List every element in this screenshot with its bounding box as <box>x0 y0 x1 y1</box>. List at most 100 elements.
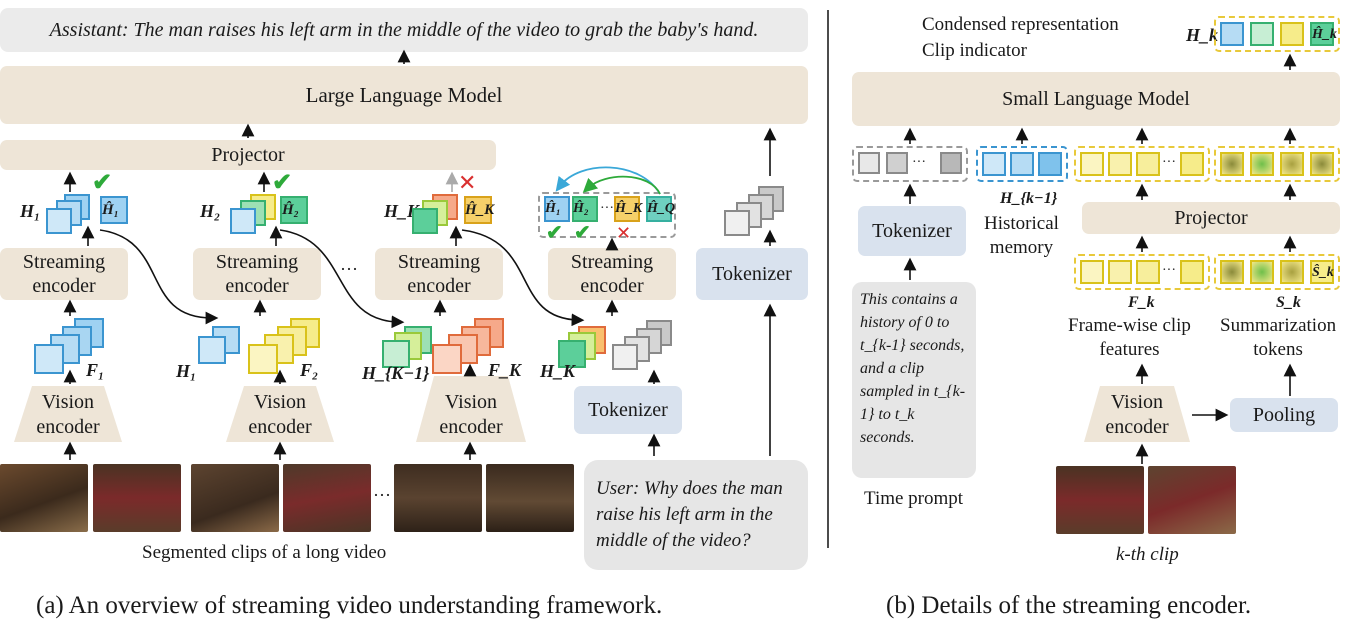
frame-wise-label: Frame-wise clip features <box>1068 315 1191 360</box>
condensed-line2: Clip indicator <box>922 40 1028 61</box>
token-ellipsis: ··· <box>1162 263 1176 278</box>
video-frame <box>0 464 88 532</box>
projector-b: Projector <box>1082 202 1340 234</box>
token <box>558 340 586 368</box>
clip-indicator <box>100 196 128 224</box>
large-language-model: Large Language Model <box>0 66 808 124</box>
retrieval-group <box>538 192 676 238</box>
token <box>248 344 278 374</box>
small-language-model: Small Language Model <box>852 72 1340 126</box>
vision-encoder-label: Vision encoder <box>248 391 312 438</box>
Hk1-label: H_{k−1} <box>1000 190 1058 207</box>
clip-indicator <box>464 196 492 224</box>
HK1-label: H_{K−1} <box>362 363 430 383</box>
HhatQ-label: Ĥ_Q <box>647 201 675 216</box>
clip-indicator <box>614 196 640 222</box>
slm-label: Small Language Model <box>1002 87 1190 110</box>
token <box>1220 22 1244 46</box>
pooling-label: Pooling <box>1252 403 1316 426</box>
streaming-encoder-label: Streaming encoder <box>397 251 481 297</box>
check-icon: ✔ <box>92 170 113 196</box>
assistant-output: Assistant: The man raises his left arm i… <box>0 8 808 52</box>
Shat-k-label: Ŝ_k <box>1312 265 1334 280</box>
summary-token-group <box>1214 146 1340 182</box>
time-prompt-box: This contains a history of 0 to t_{k-1} … <box>852 282 976 478</box>
user-query: User: Why does the man raise his left ar… <box>584 460 808 570</box>
time-prompt-label: Time prompt <box>864 488 964 509</box>
streaming-encoder-label: Streaming encoder <box>22 251 106 297</box>
time-prompt-text: This contains a history of 0 to t_{k-1} … <box>860 291 966 446</box>
FK-label: F_K <box>488 360 522 380</box>
user-text: User: Why does the man raise his left ar… <box>596 478 783 551</box>
token <box>198 336 226 364</box>
streaming-ellipsis: ··· <box>340 259 358 279</box>
HhatK-label: Ĥ_K <box>465 202 495 218</box>
summarization-label: Summarization tokens <box>1220 315 1337 360</box>
token <box>1108 152 1132 176</box>
kth-clip-frame <box>1056 466 1144 534</box>
token <box>432 344 462 374</box>
vision-encoder-3: Vision encoder <box>416 388 526 442</box>
video-frame <box>283 464 371 532</box>
HK-label-lower: H_K <box>540 361 576 381</box>
token <box>1038 152 1062 176</box>
check-icon: ✔ <box>546 222 563 244</box>
video-frame <box>93 464 181 532</box>
token <box>1280 22 1304 46</box>
token <box>1080 152 1104 176</box>
token <box>612 344 638 370</box>
clip-indicator <box>280 196 308 224</box>
caption-b: (b) Details of the streaming encoder. <box>886 592 1252 619</box>
retrieval-ellipsis: ··· <box>600 201 614 216</box>
token <box>1310 152 1334 176</box>
token-ellipsis: ··· <box>1162 155 1176 170</box>
check-icon: ✔ <box>574 222 591 244</box>
video-frame <box>394 464 482 532</box>
cross-icon: ✕ <box>458 170 477 195</box>
Hhat-k-label: Ĥ_k <box>1312 27 1337 42</box>
frame-feature-group <box>1074 254 1210 290</box>
vision-encoder-1: Vision encoder <box>14 388 122 442</box>
pooling: Pooling <box>1230 398 1338 432</box>
streaming-encoder-label: Streaming encoder <box>215 251 299 297</box>
caption-a: (a) An overview of streaming video under… <box>36 592 663 619</box>
F1-label: F₁ <box>86 360 105 380</box>
video-frame <box>191 464 279 532</box>
kth-clip-label: k-th clip <box>1116 544 1179 565</box>
text-token-group <box>852 146 968 182</box>
tokenizer-right: Tokenizer <box>696 248 808 300</box>
F2-label: F₂ <box>300 360 319 380</box>
kth-clip-frame <box>1148 466 1236 534</box>
vision-encoder-b: Vision encoder <box>1084 388 1190 442</box>
tokenizer-label: Tokenizer <box>712 262 792 285</box>
memory-group <box>976 146 1068 182</box>
query-indicator <box>646 196 672 222</box>
vision-encoder-2: Vision encoder <box>226 388 334 442</box>
token <box>1010 152 1034 176</box>
HK-label-top: H_K <box>384 201 420 221</box>
H1-label-lower: H₁ <box>176 361 197 381</box>
Hhat2-label: Ĥ₂ <box>282 202 299 218</box>
token <box>1136 260 1160 284</box>
video-frame <box>486 464 574 532</box>
clip-indicator <box>572 196 598 222</box>
Hhat2-label-retrieval: Ĥ₂ <box>573 201 589 216</box>
Hk-label-top: H_k <box>1186 25 1219 45</box>
vision-encoder-label: Vision encoder <box>36 391 100 438</box>
token <box>412 208 438 234</box>
streaming-encoder-3: Streaming encoder <box>375 248 503 300</box>
token <box>1250 260 1274 284</box>
token <box>1180 260 1204 284</box>
tokenizer-label: Tokenizer <box>588 398 668 421</box>
frames-ellipsis: ··· <box>373 485 391 505</box>
tokenizer-bottom: Tokenizer <box>574 386 682 434</box>
token <box>1108 260 1132 284</box>
assistant-text: Assistant: The man raises his left arm i… <box>49 18 759 41</box>
check-icon: ✔ <box>272 170 293 196</box>
streaming-encoder-2: Streaming encoder <box>193 248 321 300</box>
token <box>1220 152 1244 176</box>
H2-label-top: H₂ <box>200 201 221 221</box>
summary-token-indicator <box>1310 260 1334 284</box>
